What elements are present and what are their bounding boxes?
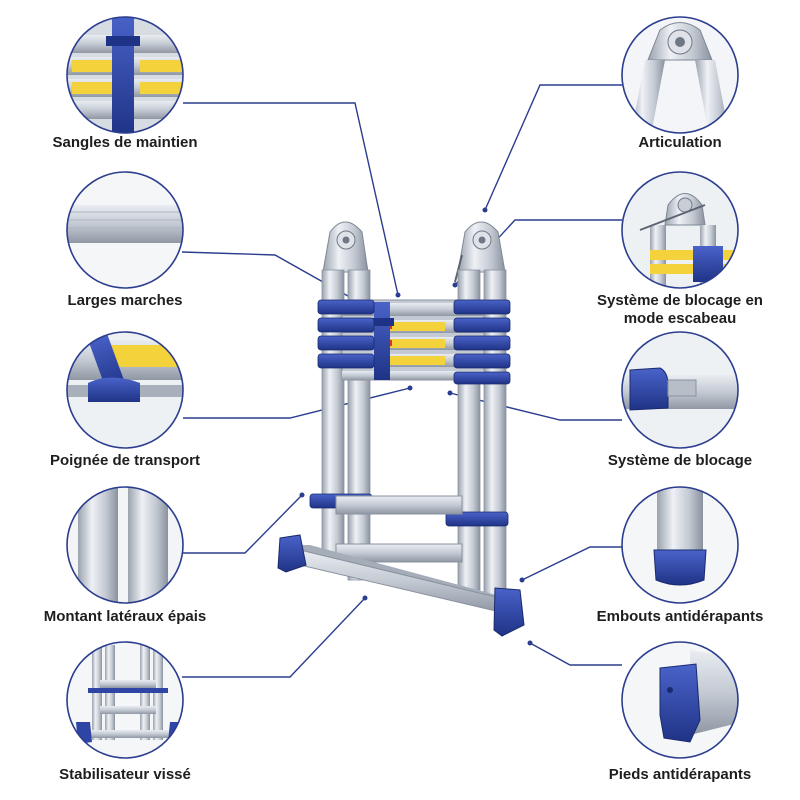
label-blocage-escabeau-line2: mode escabeau [623, 310, 737, 327]
label-pieds: Pieds antidérapants [608, 766, 752, 783]
label-blocage: Système de blocage [607, 452, 753, 469]
ladder-illustration [277, 221, 525, 637]
stepladder-lock-detail-image [622, 172, 738, 288]
lock-button-detail-image [622, 332, 738, 448]
stabilizer-detail-image [67, 642, 183, 758]
label-blocage-escabeau: Système de blocage en mode escabeau [570, 292, 790, 328]
detail-circle-borders [66, 16, 739, 759]
label-montant: Montant latéraux épais [43, 608, 207, 625]
label-embouts: Embouts antidérapants [596, 608, 764, 625]
label-poignee: Poignée de transport [49, 452, 201, 469]
carry-handle-detail-image [67, 332, 183, 448]
rubber-end-cap-detail-image [622, 487, 738, 603]
side-rail-detail-image [67, 487, 183, 603]
hinge-detail-image [622, 17, 738, 133]
label-marches: Larges marches [67, 292, 183, 309]
step-profile-detail-image [67, 172, 183, 288]
label-sangles: Sangles de maintien [52, 134, 198, 151]
label-stabilisateur: Stabilisateur vissé [59, 766, 191, 783]
label-blocage-escabeau-line1: Système de blocage en [597, 292, 763, 309]
label-articulation: Articulation [638, 134, 722, 151]
strap-detail-image [67, 17, 183, 133]
connector-lines [181, 84, 622, 678]
